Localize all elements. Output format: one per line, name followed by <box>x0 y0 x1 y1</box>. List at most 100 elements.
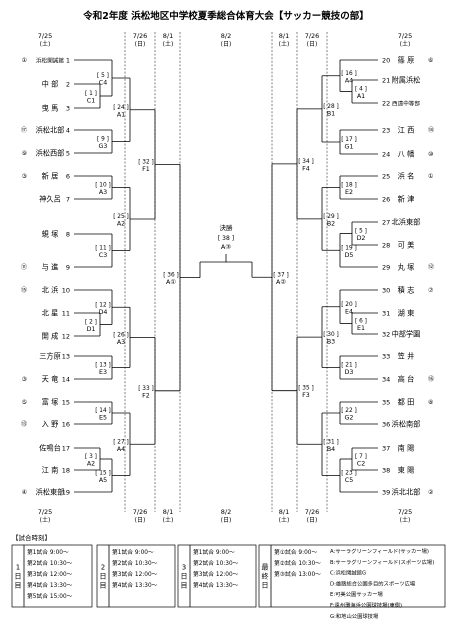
right-seed-mark: ⑥ <box>428 57 433 64</box>
schedule-time: 第4試合 13:30～ <box>27 581 73 589</box>
left-match-number: [ 9 ] <box>97 137 109 143</box>
left-team-name: 入 野 <box>42 420 59 429</box>
right-team-name: 丸 塚 <box>398 263 415 272</box>
date-bottom-0: 7/25 <box>38 508 53 516</box>
date-bottom-2: 8/1 <box>163 508 173 516</box>
schedule-time: 第5試合 15:00～ <box>27 592 73 600</box>
left-seed-mark: ⑰ <box>21 126 27 134</box>
left-match-venue: G3 <box>99 143 108 150</box>
left-match-number: [ 25 ] <box>113 214 129 220</box>
right-match-venue: E1 <box>357 325 365 332</box>
date-top-0: 7/25 <box>38 32 53 40</box>
left-match-number: [ 36 ] <box>163 273 179 279</box>
date-bottom-5: 7/26 <box>305 508 320 516</box>
venue-item: F:遠州灘海浜公園球技場(東側) <box>330 601 402 609</box>
day-bottom-1: (日) <box>135 517 146 524</box>
right-match-number: [ 28 ] <box>323 104 339 110</box>
left-team-number: 14 <box>62 376 70 384</box>
schedule-time: 第1試合 9:00～ <box>193 548 235 556</box>
left-team-number: 16 <box>62 421 70 429</box>
right-match-venue: C5 <box>345 477 353 484</box>
left-team-number: 2 <box>66 81 70 89</box>
schedule-day-label-char: 目 <box>100 582 107 590</box>
left-team-number: 4 <box>66 127 70 135</box>
left-seed-mark: ① <box>22 57 27 64</box>
date-top-6: 7/25 <box>398 32 413 40</box>
left-team-number: 10 <box>62 287 70 295</box>
schedule-time: 第3試合 12:00～ <box>27 570 73 578</box>
left-team-name: 佐鳴台 <box>39 444 61 453</box>
right-team-name: 可 美 <box>398 241 415 250</box>
schedule-day-label-char: 終 <box>262 572 269 581</box>
date-bottom-1: 7/26 <box>133 508 148 516</box>
right-team-number: 30 <box>382 287 390 295</box>
right-team-name: 南 陽 <box>398 444 415 453</box>
left-team-number: 18 <box>62 467 70 475</box>
left-team-name: 与 進 <box>42 263 59 272</box>
right-match-venue: E2 <box>345 189 353 196</box>
left-seed-mark: ⑬ <box>21 420 27 428</box>
final-venue: A③ <box>221 243 231 251</box>
left-team-name: 三方原 <box>39 352 61 361</box>
right-seed-mark: ⑭ <box>428 126 434 134</box>
right-team-name: 湖 東 <box>398 309 415 318</box>
left-team-number: 3 <box>66 105 70 113</box>
schedule-time: 第①試合 9:00～ <box>274 548 317 556</box>
day-top-1: (日) <box>135 41 146 48</box>
right-match-venue: F3 <box>302 392 310 399</box>
right-match-venue: G1 <box>345 144 354 151</box>
left-match-venue: C3 <box>99 252 107 259</box>
right-team-name: 新 津 <box>398 195 415 204</box>
right-match-venue: B4 <box>327 446 335 453</box>
right-match-number: [ 21 ] <box>341 363 357 369</box>
right-match-number: [ 4 ] <box>355 87 367 93</box>
right-team-number: 33 <box>382 353 390 361</box>
left-match-venue: D1 <box>87 326 96 333</box>
right-match-venue: A1 <box>357 93 365 100</box>
schedule-day-label-char: 2 <box>101 564 105 572</box>
right-team-number: 37 <box>382 445 390 453</box>
left-match-venue: A5 <box>99 477 107 484</box>
right-seed-mark: ⑧ <box>428 399 433 406</box>
right-match-venue: B3 <box>327 339 335 346</box>
right-team-name: 積 志 <box>398 286 415 295</box>
right-match-number: [ 35 ] <box>298 386 314 392</box>
left-team-number: 9 <box>66 264 70 272</box>
right-match-venue: A② <box>276 279 286 286</box>
venue-item: A:サーラグリーンフィールド(サッカー場) <box>330 547 429 555</box>
venue-item: C:浜松開誠館G <box>330 569 366 577</box>
right-team-number: 21 <box>382 77 390 85</box>
left-match-number: [ 1 ] <box>85 91 97 97</box>
left-match-number: [ 14 ] <box>95 408 111 414</box>
left-match-number: [ 10 ] <box>95 183 111 189</box>
right-match-number: [ 30 ] <box>323 332 339 338</box>
right-match-number: [ 19 ] <box>341 245 357 251</box>
left-match-number: [ 26 ] <box>113 332 129 338</box>
right-match-number: [ 37 ] <box>273 272 289 278</box>
right-match-venue: B1 <box>327 110 335 117</box>
right-team-name: 浜 名 <box>398 172 415 181</box>
left-team-number: 15 <box>62 399 70 407</box>
right-team-name: 附属浜松 <box>392 76 421 85</box>
day-bottom-2: (土) <box>163 516 174 524</box>
schedule-box-day4 <box>258 544 446 608</box>
date-top-2: 8/1 <box>163 32 173 40</box>
schedule-day-label-char: 日 <box>15 573 22 581</box>
right-team-number: 25 <box>382 173 390 181</box>
right-match-number: [ 20 ] <box>341 302 357 308</box>
day-bottom-0: (土) <box>40 516 51 524</box>
left-match-venue: F1 <box>142 166 150 173</box>
right-seed-mark: ① <box>428 173 433 180</box>
right-seed-mark: ⑦ <box>428 287 434 294</box>
left-team-number: 6 <box>66 173 70 181</box>
right-team-number: 34 <box>382 376 390 384</box>
left-team-name: 開 成 <box>42 332 59 341</box>
left-match-venue: E5 <box>99 415 107 422</box>
schedule-day-label-char: 日 <box>262 582 269 590</box>
left-match-venue: A2 <box>87 461 95 468</box>
right-team-number: 38 <box>382 467 390 475</box>
left-team-name: 新 居 <box>42 172 59 181</box>
left-match-number: [ 33 ] <box>138 386 154 392</box>
right-match-venue: D2 <box>357 235 366 242</box>
